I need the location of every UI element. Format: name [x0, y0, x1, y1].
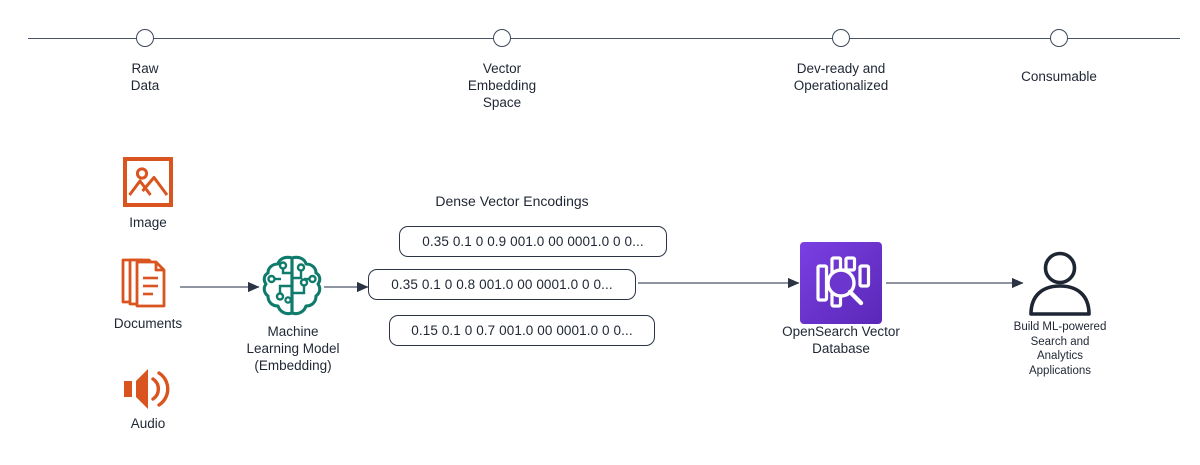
image-label: Image	[129, 215, 167, 230]
audio-label: Audio	[130, 416, 166, 431]
encoding-row-2: 0.35 0.1 0 0.8 001.0 00 0001.0 0 0...	[368, 269, 636, 300]
timeline-node-consumable	[1050, 29, 1068, 47]
encoding-row-1: 0.35 0.1 0 0.9 001.0 00 0001.0 0 0...	[399, 226, 667, 257]
timeline-node-dev-ready	[832, 29, 850, 47]
documents-label: Documents	[113, 316, 183, 331]
encoding-row-3: 0.15 0.1 0 0.7 001.0 00 0001.0 0 0...	[389, 315, 655, 346]
timeline-label-consumable: Consumable	[1021, 69, 1097, 84]
audio-icon	[122, 367, 176, 416]
encodings-title: Dense Vector Encodings	[435, 193, 589, 209]
timeline-label-raw-data: Raw Data	[130, 61, 160, 93]
consumer-label: Build ML-powered Search and Analytics Ap…	[1013, 321, 1107, 377]
timeline-label-dev-ready: Dev-ready and Operationalized	[793, 61, 889, 93]
timeline-node-raw-data	[136, 29, 154, 47]
documents-icon	[120, 258, 178, 315]
user-icon	[1025, 250, 1095, 323]
model-label: Machine Learning Model (Embedding)	[246, 324, 340, 373]
timeline-label-vector-embedding-space: Vector Embedding Space	[467, 61, 537, 110]
timeline-node-vector-embedding-space	[493, 29, 511, 47]
database-label: OpenSearch Vector Database	[782, 324, 900, 356]
timeline-axis	[28, 38, 1180, 39]
brain-circuit-icon	[259, 253, 325, 324]
opensearch-icon	[800, 242, 882, 324]
image-icon	[123, 157, 173, 212]
